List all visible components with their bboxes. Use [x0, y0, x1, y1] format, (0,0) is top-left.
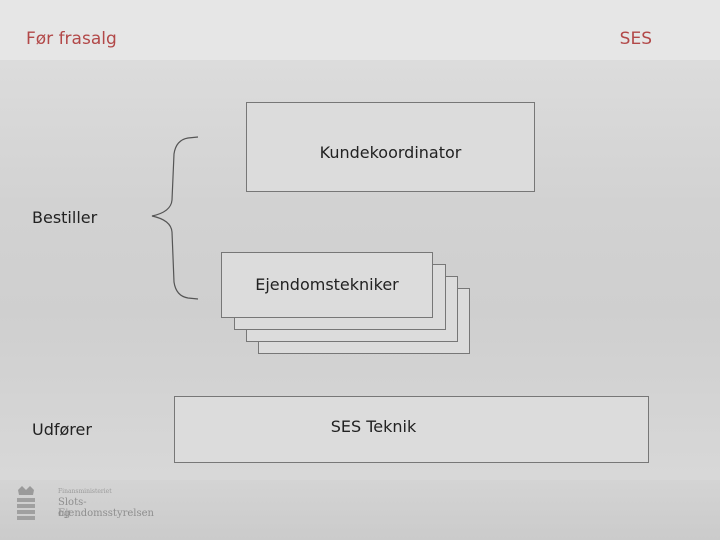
- logo-ministry-text: Finansministeriet: [58, 488, 112, 495]
- header-bar: Før frasalg SES: [0, 0, 720, 60]
- crown-icon: [17, 486, 35, 520]
- diagram-connectors: [151, 136, 199, 300]
- diagram-area: Kundekoordinator Ejendomstekniker SES Te…: [0, 60, 720, 480]
- slide-title: Før frasalg: [26, 29, 117, 49]
- ejendomstekniker-label: Ejendomstekniker: [255, 275, 399, 294]
- ses-teknik-box: SES Teknik: [174, 396, 649, 463]
- kundekoordinator-box: Kundekoordinator: [246, 102, 535, 192]
- footer-bar: [0, 480, 720, 540]
- org-label: SES: [619, 29, 652, 49]
- kundekoordinator-label: Kundekoordinator: [319, 143, 462, 162]
- brace-connector: [151, 136, 199, 300]
- role-udforer: Udfører: [32, 420, 92, 439]
- ses-teknik-label: SES Teknik: [330, 417, 417, 436]
- ejendomstekniker-box: Ejendomstekniker: [221, 252, 433, 318]
- logo-line1: Slots- og: [58, 497, 87, 519]
- logo-line2: Ejendomsstyrelsen: [58, 508, 154, 519]
- role-bestiller: Bestiller: [32, 208, 98, 227]
